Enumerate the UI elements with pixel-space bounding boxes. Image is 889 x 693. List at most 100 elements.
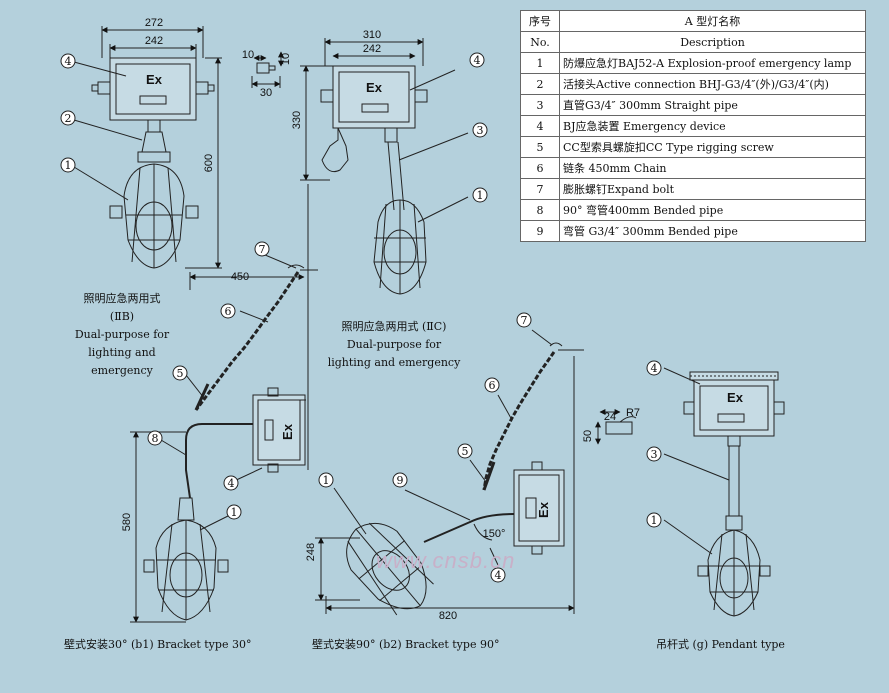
dim-50: 50 <box>582 430 594 442</box>
callout-4: 4 <box>474 54 481 67</box>
callout-1: 1 <box>65 159 72 172</box>
callout-2: 2 <box>65 112 72 125</box>
table-header-row-cn: 序号 A 型灯名称 <box>520 10 866 32</box>
header-name-cn: A 型灯名称 <box>559 10 866 32</box>
dim-30: 30 <box>260 87 272 99</box>
callout-5: 5 <box>462 445 469 458</box>
lamp-assembly-topleft <box>73 26 222 269</box>
row-no: 2 <box>520 73 560 95</box>
dim-10: 10 <box>242 49 254 61</box>
row-no: 7 <box>520 178 560 200</box>
caption-iib-en1: Dual-purpose for <box>74 328 170 341</box>
row-desc: BJ应急装置 Emergency device <box>559 115 866 137</box>
caption-g: 吊杆式 (g) Pendant type <box>656 638 785 651</box>
caption-iib-code: (ⅡB) <box>109 310 135 323</box>
dim-310: 310 <box>363 29 381 41</box>
callout-4: 4 <box>228 477 235 490</box>
caption-b1: 壁式安装30° (b1) Bracket type 30° <box>64 638 252 651</box>
dim-330: 330 <box>291 111 303 129</box>
dim-248: 248 <box>305 543 317 561</box>
row-desc: 弯管 G3/4″ 300mm Bended pipe <box>559 220 866 242</box>
callout-7: 7 <box>259 243 266 256</box>
caption-iic-en2: lighting and emergency <box>327 356 461 369</box>
callout-1: 1 <box>323 474 330 487</box>
watermark: www.cnsb.cn <box>376 548 516 573</box>
ex-label: Ex <box>146 72 163 87</box>
ex-label: Ex <box>727 390 744 405</box>
row-desc: 防爆应急灯BAJ52-A Explosion-proof emergency l… <box>559 52 866 74</box>
row-desc: 直管G3/4″ 300mm Straight pipe <box>559 94 866 116</box>
row-desc: 活接头Active connection BHJ-G3/4″(外)/G3/4″(… <box>559 73 866 95</box>
bracket-90-assembly <box>315 329 584 616</box>
callout-8: 8 <box>152 432 159 445</box>
callout-7: 7 <box>521 314 528 327</box>
row-no: 3 <box>520 94 560 116</box>
table-header-row-en: No. Description <box>520 31 866 53</box>
ex-label: Ex <box>280 423 295 440</box>
caption-iic-en1: Dual-purpose for <box>346 338 442 351</box>
callout-1: 1 <box>231 506 238 519</box>
callout-markers <box>60 52 662 583</box>
dim-r7: R7 <box>626 407 640 419</box>
callout-4: 4 <box>65 55 72 68</box>
header-name-en: Description <box>559 31 866 53</box>
row-no: 4 <box>520 115 560 137</box>
bolt-detail-small <box>251 51 284 88</box>
dim-242: 242 <box>145 35 163 47</box>
callout-4: 4 <box>651 362 658 375</box>
bolt-detail-right <box>595 409 637 445</box>
callout-5: 5 <box>177 367 184 380</box>
dim-580: 580 <box>121 513 133 531</box>
caption-iib-en2: lighting and <box>88 346 156 359</box>
callout-3: 3 <box>651 448 658 461</box>
ex-label: Ex <box>366 80 383 95</box>
caption-iib-cn: 照明应急两用式 <box>83 292 161 305</box>
caption-iib: 照明应急两用式 (ⅡB) Dual-purpose for lighting a… <box>56 290 188 380</box>
caption-iic-cn: 照明应急两用式 (ⅡC) <box>341 320 447 333</box>
dim-150: 150° <box>483 528 506 540</box>
row-desc: 链条 450mm Chain <box>559 157 866 179</box>
caption-iic: 照明应急两用式 (ⅡC) Dual-purpose for lighting a… <box>316 318 472 372</box>
dim-24: 24 <box>604 411 616 423</box>
callout-4: 4 <box>495 569 502 582</box>
ex-label: Ex <box>536 501 551 518</box>
dim-820: 820 <box>439 610 457 622</box>
dim-10: 10 <box>280 53 292 65</box>
callout-6: 6 <box>225 305 232 318</box>
row-desc: CC型索具螺旋扣CC Type rigging screw <box>559 136 866 158</box>
row-no: 8 <box>520 199 560 221</box>
caption-b2: 壁式安装90° (b2) Bracket type 90° <box>312 638 500 651</box>
dim-242: 242 <box>363 43 381 55</box>
caption-iib-en3: emergency <box>91 364 153 377</box>
bracket-30-assembly <box>130 251 318 623</box>
row-no: 1 <box>520 52 560 74</box>
row-desc: 90° 弯管400mm Bended pipe <box>559 199 866 221</box>
callout-3: 3 <box>477 124 484 137</box>
callout-1: 1 <box>651 514 658 527</box>
header-no-cn: 序号 <box>520 10 560 32</box>
row-no: 6 <box>520 157 560 179</box>
callout-9: 9 <box>397 474 404 487</box>
dim-600: 600 <box>203 154 215 172</box>
lamp-assembly-topcenter <box>300 38 469 470</box>
row-desc: 膨胀螺钉Expand bolt <box>559 178 866 200</box>
row-no: 5 <box>520 136 560 158</box>
pendant-assembly <box>663 367 785 617</box>
callout-6: 6 <box>489 379 496 392</box>
callout-1: 1 <box>477 189 484 202</box>
header-no-en: No. <box>520 31 560 53</box>
row-no: 9 <box>520 220 560 242</box>
dim-272: 272 <box>145 17 163 29</box>
dim-450: 450 <box>231 271 249 283</box>
